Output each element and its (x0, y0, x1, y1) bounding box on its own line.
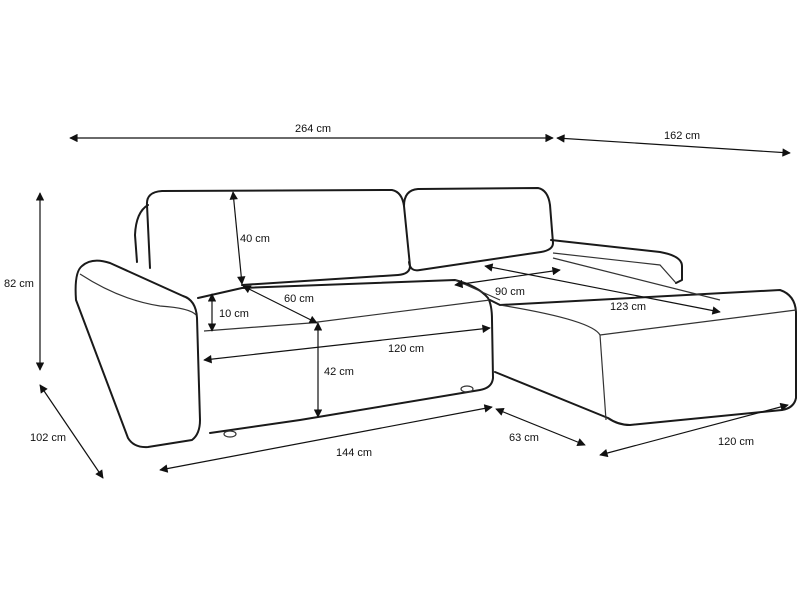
dim-line-120-chaise (599, 402, 789, 458)
label-chaise-length: 123 cm (610, 301, 646, 313)
dim-line-60 (242, 285, 318, 324)
dim-line-63 (495, 407, 586, 447)
label-chaise-width: 120 cm (718, 436, 754, 448)
label-total-width: 264 cm (295, 123, 331, 135)
label-armrest-above-seat: 10 cm (219, 308, 249, 320)
dim-line-162 (556, 134, 791, 157)
label-seat-depth: 60 cm (284, 293, 314, 305)
label-chaise-depth: 162 cm (664, 130, 700, 142)
dim-line-120-seat (203, 324, 491, 364)
label-main-section-width: 144 cm (336, 447, 372, 459)
back-cushion-left (145, 189, 411, 286)
back-cushion-right (403, 187, 554, 272)
back-frame (134, 204, 149, 263)
chaise-backrest (550, 239, 683, 284)
dimension-lines (35, 133, 791, 479)
label-seat-height: 42 cm (324, 366, 354, 378)
main-seat (197, 279, 494, 434)
dim-line-123 (484, 263, 721, 315)
left-armrest (74, 259, 201, 449)
sofa-outline (74, 187, 797, 449)
label-height: 82 cm (4, 278, 34, 290)
label-seat-width: 120 cm (388, 343, 424, 355)
dim-line-102 (39, 384, 104, 479)
label-chaise-side: 63 cm (509, 432, 539, 444)
dim-line-40 (229, 191, 246, 285)
dimension-labels: 264 cm 162 cm 82 cm 102 cm 40 cm 60 cm 1… (4, 123, 754, 459)
label-chaise-seat-depth: 90 cm (495, 286, 525, 298)
label-depth: 102 cm (30, 432, 66, 444)
label-back-cushion-height: 40 cm (240, 233, 270, 245)
dim-line-144 (159, 404, 493, 473)
